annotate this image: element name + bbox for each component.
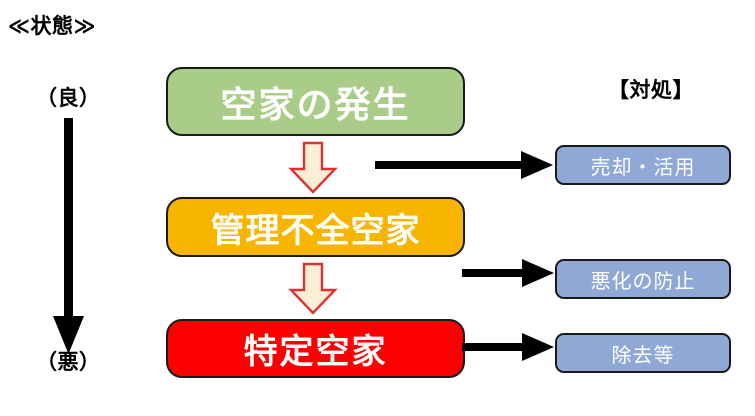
stage-box-specified-vacant-house[interactable]: 特定空家 [166,319,465,378]
action-box-removal[interactable]: 除去等 [555,333,731,373]
stage-box-label: 管理不全空家 [210,210,421,251]
action-box-label: 除去等 [611,342,675,367]
flow-down-arrow-icon-1 [283,141,343,195]
action-box-label: 売却・活用 [590,154,696,179]
flow-down-arrow-icon-2 [283,262,343,316]
action-column-heading: 【対処】 [608,78,694,102]
connector-arrow-icon-to-removal [462,332,554,362]
connector-arrow-icon-to-sale-utilization [375,150,553,180]
state-axis-heading: ≪状態≫ [8,14,96,38]
stage-box-vacant-house-occurrence[interactable]: 空家の発生 [166,67,465,136]
state-axis-bad-label: （悪） [36,350,101,374]
state-axis-good-label: （良） [36,86,101,110]
action-box-sale-utilization[interactable]: 売却・活用 [555,145,731,185]
action-box-label: 悪化の防止 [590,268,696,293]
connector-arrow-icon-to-prevent-deterioration [462,258,554,288]
stage-box-label: 空家の発生 [220,84,411,126]
stage-box-poorly-managed-vacant-house[interactable]: 管理不全空家 [166,197,465,257]
stage-box-label: 特定空家 [243,332,388,372]
state-axis-down-arrow-icon [48,118,90,354]
action-box-prevent-deterioration[interactable]: 悪化の防止 [555,259,731,299]
